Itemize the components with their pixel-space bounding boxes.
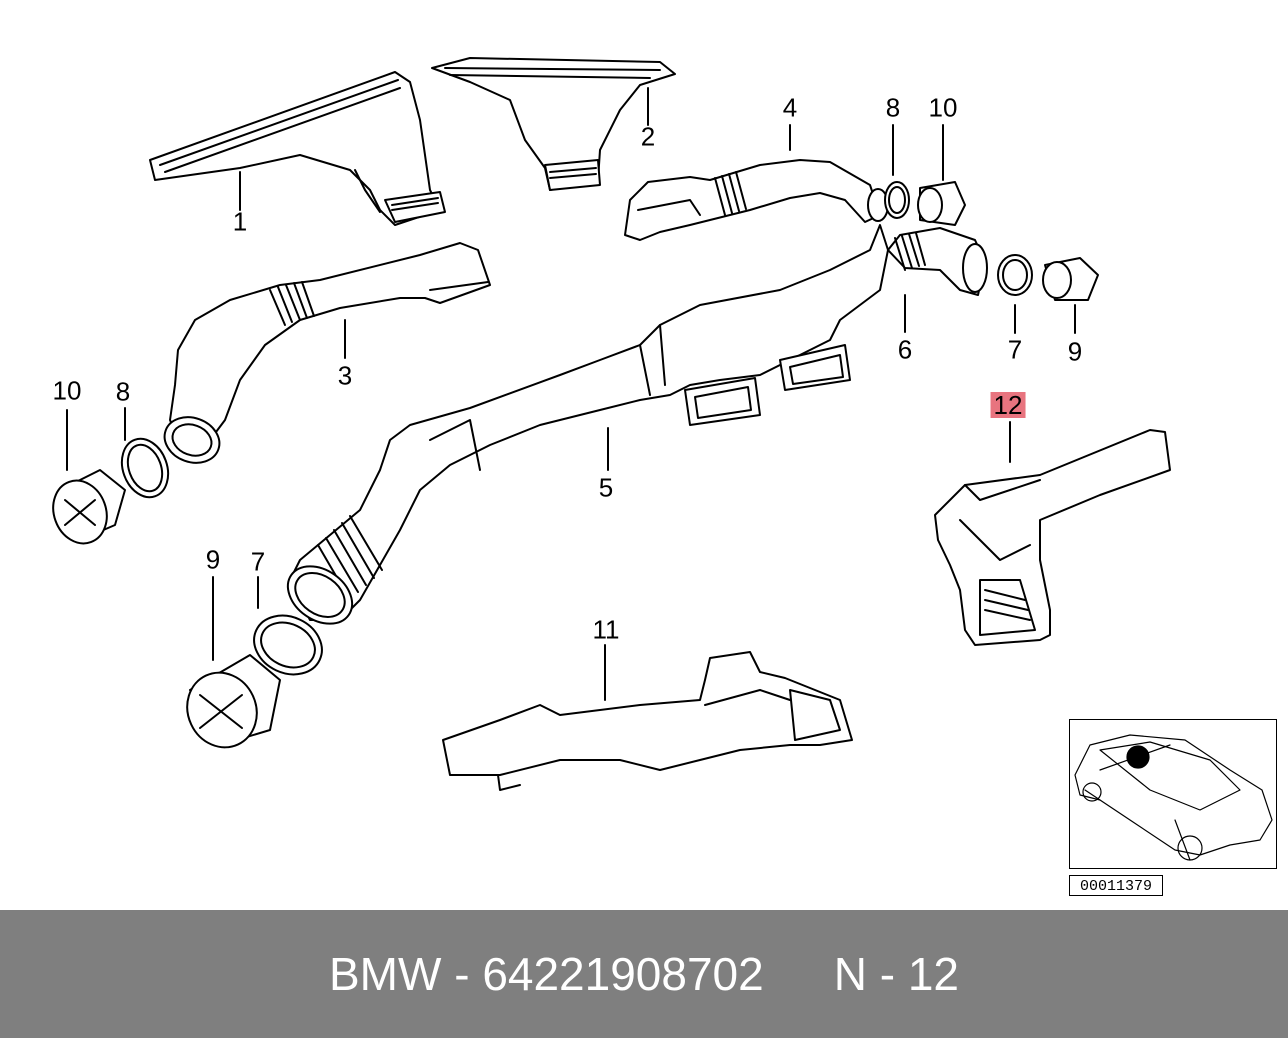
clamp-8-left-drawing [120,437,170,499]
part-3-drawing [163,242,491,464]
footer-position-label: N - 12 [833,948,959,1000]
nozzle-9-lower-drawing [186,654,281,749]
clamp-8-top-drawing [884,181,910,219]
label-part-12-highlighted[interactable]: 12 [990,392,1026,418]
part-2-drawing [431,57,676,191]
clamp-7-right-drawing [997,254,1033,296]
part-11-drawing [442,651,853,791]
footer-separator: - [454,948,470,1000]
diagram-drawing [52,57,1273,861]
footer-bar: BMW - 64221908702 N - 12 [0,910,1288,1038]
diagram-ref-code: 00011379 [1069,875,1163,896]
part-5-drawing [286,224,889,625]
part-4-drawing [624,159,889,241]
label-part-10-top: 10 [928,92,958,123]
label-part-9-lower: 9 [205,544,221,575]
parts-diagram: 1 2 3 4 5 6 7 7 8 8 9 9 10 10 11 12 0001… [52,57,1277,896]
locator-car-drawing [1074,734,1273,861]
nozzle-10-top-drawing [917,181,966,226]
footer-caption: BMW - 64221908702 N - 12 [0,910,1288,1038]
nozzle-10-left-drawing [52,469,126,545]
label-part-10-left: 10 [52,375,82,406]
nozzle-9-right-drawing [1042,257,1099,301]
part-12-drawing [934,429,1171,646]
part-6-drawing [887,227,988,296]
label-part-7-right: 7 [1007,334,1023,365]
label-part-3: 3 [337,360,353,391]
clamp-7-lower-drawing [253,614,323,676]
label-part-5: 5 [598,472,614,503]
label-part-4: 4 [782,92,798,123]
footer-brand: BMW [329,948,442,1000]
footer-part-number: 64221908702 [482,948,764,1000]
label-part-6: 6 [897,334,913,365]
locator-frame [1069,719,1277,869]
label-part-8-left: 8 [115,376,131,407]
label-part-7-lower: 7 [250,546,266,577]
part-1-drawing [149,71,446,226]
label-part-11: 11 [592,614,620,645]
label-part-1: 1 [232,206,248,237]
label-part-8-top: 8 [885,92,901,123]
label-part-9-right: 9 [1067,336,1083,367]
label-part-2: 2 [640,121,656,152]
